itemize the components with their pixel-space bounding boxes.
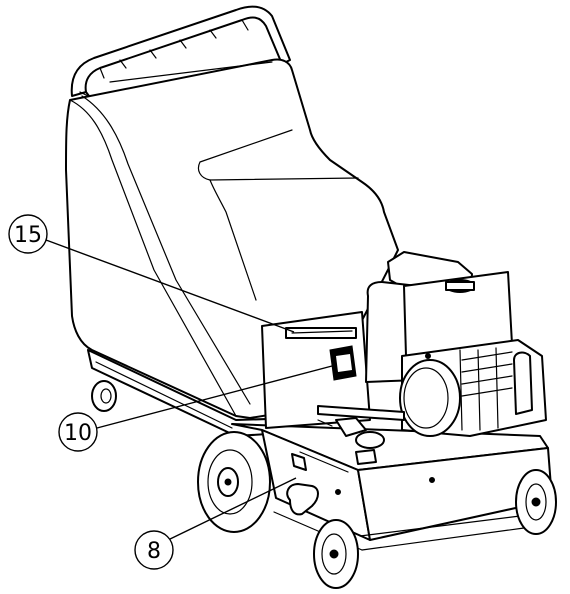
callout-8-label: 8 [147,539,161,564]
control-lever [317,405,405,465]
front-left-wheel [197,431,271,533]
rear-left-wheel [91,380,117,412]
callout-10: 10 [58,365,333,452]
callout-8: 8 [134,477,297,570]
front-center-wheel [313,519,359,589]
callout-15: 15 [8,214,295,333]
callout-10-label: 10 [64,421,92,446]
engine [365,251,547,437]
front-right-wheel [515,469,557,535]
callout-15-label: 15 [14,223,42,248]
